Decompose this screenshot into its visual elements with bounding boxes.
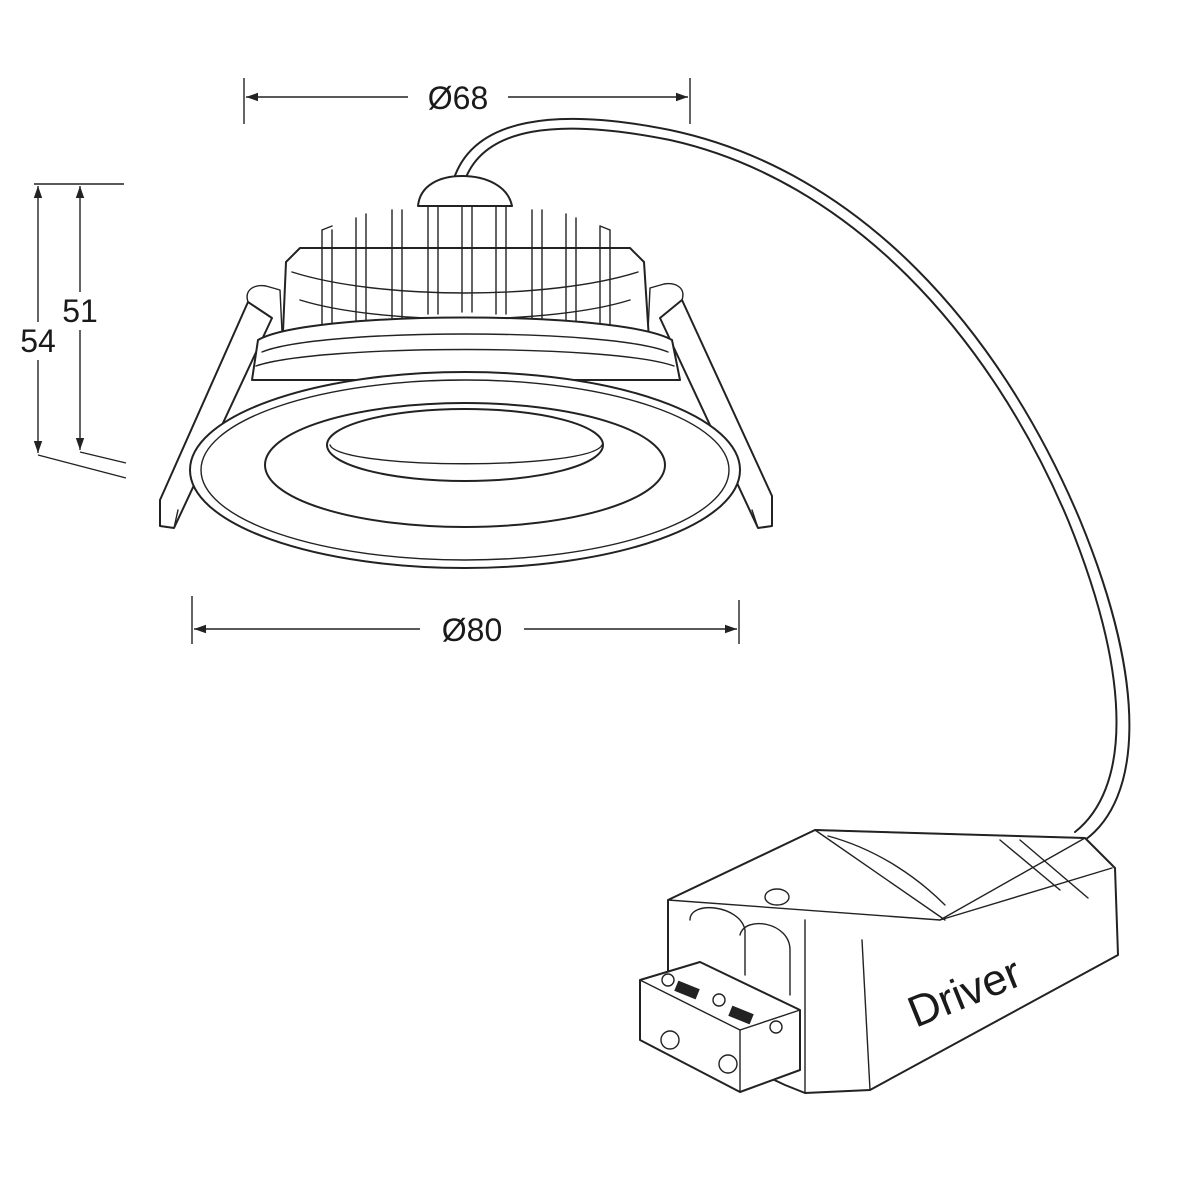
spring-clip-left xyxy=(159,284,283,529)
dimension-heights: 54 51 xyxy=(14,183,127,479)
body-height-label: 51 xyxy=(62,293,98,329)
indicator-dot xyxy=(764,888,790,906)
terminal-block xyxy=(639,906,801,1093)
driver-box: Driver xyxy=(639,829,1119,1094)
lens xyxy=(326,408,604,482)
spring-clip-right xyxy=(647,282,773,529)
dimension-outer-diameter: Ø80 xyxy=(191,596,740,648)
outer-diameter-label: Ø80 xyxy=(442,612,502,648)
cutout-diameter-label: Ø68 xyxy=(428,80,488,116)
dimension-cutout-diameter: Ø68 xyxy=(243,78,691,124)
total-height-label: 54 xyxy=(20,323,56,359)
downlight-fixture xyxy=(159,175,773,569)
cable xyxy=(451,117,1131,841)
